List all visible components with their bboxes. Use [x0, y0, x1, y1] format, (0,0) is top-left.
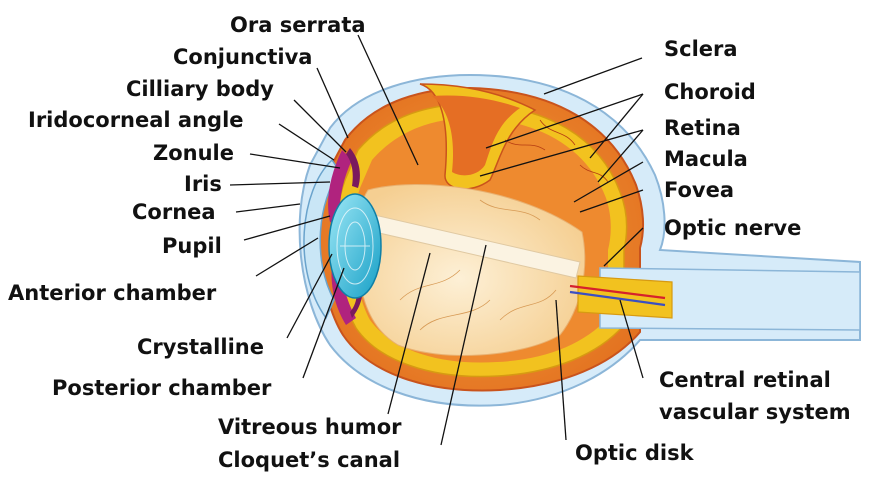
label-choroid: Choroid	[664, 80, 756, 104]
label-cornea: Cornea	[132, 200, 216, 224]
label-cilliary-body: Cilliary body	[126, 77, 274, 101]
label-retina: Retina	[664, 116, 741, 140]
label-conjunctiva: Conjunctiva	[173, 45, 312, 69]
label-sclera: Sclera	[664, 37, 738, 61]
label-iridocorneal-angle: Iridocorneal angle	[28, 108, 244, 132]
label-ora-serrata: Ora serrata	[230, 13, 366, 37]
label-macula: Macula	[664, 147, 748, 171]
label-central-retinal: Central retinal	[659, 368, 831, 392]
label-zonule: Zonule	[153, 141, 234, 165]
eyeball	[300, 75, 860, 406]
label-vitreous-humor: Vitreous humor	[218, 415, 402, 439]
label-optic-nerve: Optic nerve	[664, 216, 801, 240]
label-anterior-chamber: Anterior chamber	[8, 281, 217, 305]
label-iris: Iris	[184, 172, 222, 196]
label-cloquets-canal: Cloquet’s canal	[218, 448, 400, 472]
label-crystalline: Crystalline	[137, 335, 264, 359]
label-optic-disk: Optic disk	[575, 441, 695, 465]
label-fovea: Fovea	[664, 178, 734, 202]
label-pupil: Pupil	[162, 234, 222, 258]
label-posterior-chamber: Posterior chamber	[52, 376, 272, 400]
label-vascular-system: vascular system	[659, 400, 851, 424]
